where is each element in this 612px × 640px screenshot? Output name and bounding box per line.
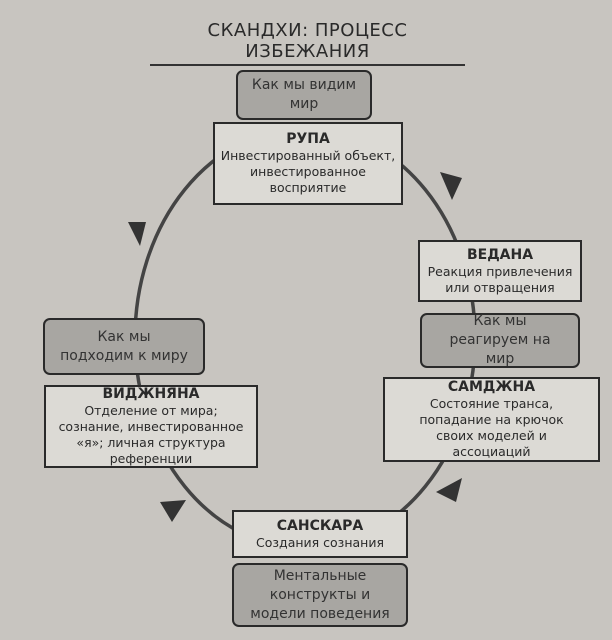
samjna-name: САМДЖНА (447, 379, 536, 395)
samskara-box: САНСКАРА Создания сознания (232, 510, 408, 558)
rupa-note-text: Как мы видим мир (251, 77, 357, 112)
vedana-note: Как мы реагируем на мир (420, 313, 580, 368)
diagram-title: СКАНДХИ: ПРОЦЕСС ИЗБЕЖАНИЯ (150, 20, 465, 66)
rupa-box: РУПА Инвестированный объект, инвестирова… (213, 122, 403, 205)
samjna-desc: Состояние транса, попадание на крючок св… (419, 396, 564, 459)
samskara-note: Ментальные конструкты и модели поведения (232, 563, 408, 627)
vedana-desc: Реакция привлечения или отвращения (427, 263, 573, 295)
samskara-note-text: Ментальные конструкты и модели поведения (250, 567, 390, 622)
vedana-box: ВЕДАНА Реакция привлечения или отвращени… (418, 240, 582, 302)
vijnana-box: ВИДЖНЯНА Отделение от мира; сознание, ин… (44, 385, 258, 468)
vijnana-note-text: Как мы подходим к миру (60, 328, 188, 364)
vedana-name: ВЕДАНА (466, 246, 534, 263)
rupa-desc: Инвестированный объект, инвестированное … (220, 148, 396, 195)
arrow-head-icon (440, 172, 462, 200)
arrow-head-icon (128, 222, 146, 246)
rupa-name: РУПА (286, 131, 330, 147)
vedana-note-text: Как мы реагируем на мир (449, 313, 551, 367)
vijnana-name: ВИДЖНЯНА (102, 386, 200, 402)
samskara-name: САНСКАРА (276, 517, 364, 534)
vijnana-desc: Отделение от мира; сознание, инвестирова… (58, 403, 244, 466)
arrow-head-icon (436, 478, 462, 502)
samjna-box: САМДЖНА Состояние транса, попадание на к… (383, 377, 600, 462)
arrow-head-icon (160, 500, 186, 522)
vijnana-note: Как мы подходим к миру (43, 318, 205, 375)
samskara-desc: Создания сознания (256, 534, 384, 550)
rupa-note: Как мы видим мир (236, 70, 372, 120)
